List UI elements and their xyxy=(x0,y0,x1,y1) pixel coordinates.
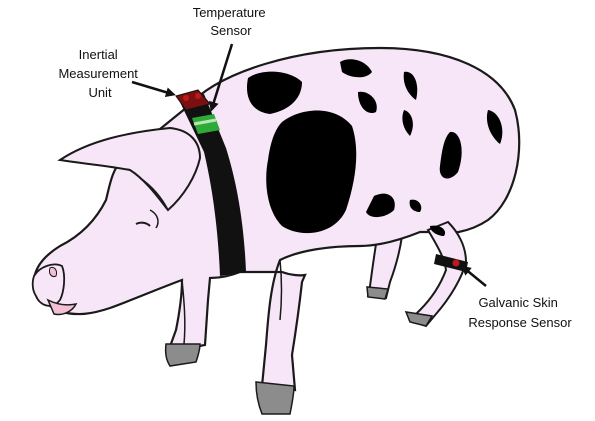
hoof xyxy=(256,382,294,414)
hoof xyxy=(166,344,200,366)
pig-hind-leg-far xyxy=(410,222,466,326)
arrow-gsr xyxy=(464,268,486,286)
pig-spot xyxy=(266,111,356,234)
hoof xyxy=(367,287,388,299)
gsr-sensor-dot xyxy=(453,260,460,267)
label-imu: Inertial Measurement Unit xyxy=(58,47,141,100)
label-gsr: Galvanic Skin Response Sensor xyxy=(468,295,572,330)
imu-led xyxy=(183,95,189,101)
imu-led xyxy=(195,93,201,99)
label-temperature: Temperature Sensor xyxy=(193,5,270,38)
pig-nostril xyxy=(49,267,56,276)
arrow-imu xyxy=(132,82,172,94)
